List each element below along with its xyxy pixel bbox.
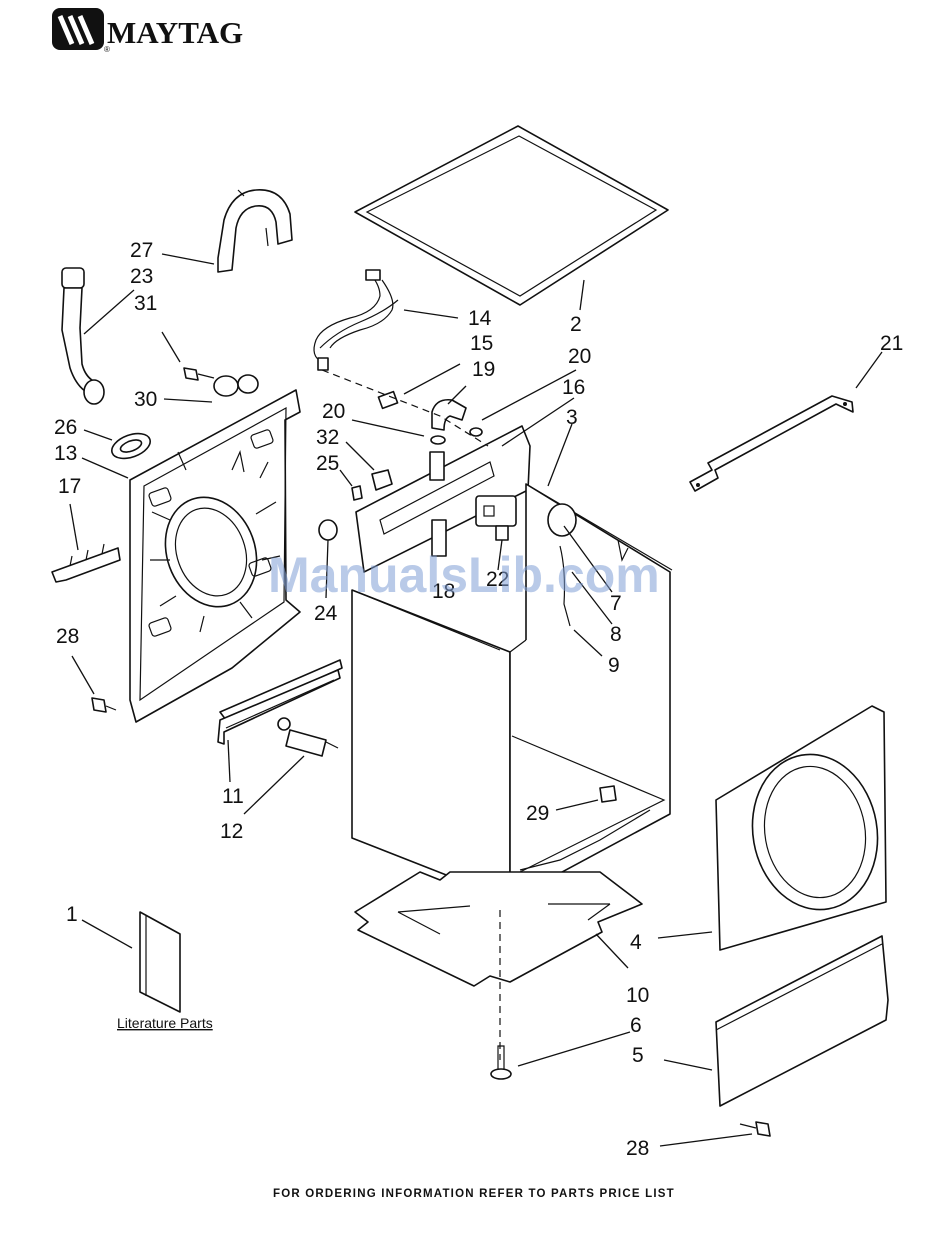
callout-21: 21 xyxy=(880,332,903,355)
literature-parts-label: Literature Parts xyxy=(117,1015,213,1031)
footer-note: FOR ORDERING INFORMATION REFER TO PARTS … xyxy=(273,1188,675,1200)
callout-15: 15 xyxy=(470,332,493,355)
part-literature-booklet xyxy=(140,912,180,1012)
callout-28-right: 28 xyxy=(626,1137,649,1160)
callout-11: 11 xyxy=(222,785,244,808)
callout-5: 5 xyxy=(632,1044,644,1067)
part-wire-harness xyxy=(314,270,398,370)
part-front-panel xyxy=(716,706,890,950)
callout-6: 6 xyxy=(630,1014,642,1037)
part-cabinet-rail xyxy=(218,660,342,744)
part-screw-right xyxy=(740,1122,770,1136)
callout-24: 24 xyxy=(314,602,338,625)
callout-10: 10 xyxy=(626,984,649,1007)
callout-20-top: 20 xyxy=(568,345,591,368)
callout-25: 25 xyxy=(316,452,339,475)
callout-19: 19 xyxy=(472,358,495,381)
callout-20-left: 20 xyxy=(322,400,345,423)
callout-17: 17 xyxy=(58,475,81,498)
maytag-logo: MAYTAG ® xyxy=(52,8,243,54)
part-o-rings xyxy=(431,428,482,444)
part-screw-and-clamp xyxy=(184,368,258,396)
callout-29: 29 xyxy=(526,802,549,825)
part-water-valve xyxy=(476,496,516,540)
callout-1: 1 xyxy=(66,903,78,926)
callout-3: 3 xyxy=(566,406,578,429)
part-grommet xyxy=(108,429,153,463)
part-base-plate xyxy=(355,872,642,986)
callout-9: 9 xyxy=(608,654,620,677)
part-clip xyxy=(52,544,120,582)
callout-16: 16 xyxy=(562,376,585,399)
callout-14: 14 xyxy=(468,307,492,330)
brand-name: MAYTAG xyxy=(107,15,243,50)
part-fill-hose xyxy=(62,268,104,404)
callout-26: 26 xyxy=(54,416,77,439)
part-toe-panel xyxy=(716,936,888,1106)
callout-4: 4 xyxy=(630,931,642,954)
callout-12: 12 xyxy=(220,820,243,843)
callout-28-left: 28 xyxy=(56,625,79,648)
part-hose-guide xyxy=(218,190,292,272)
part-screw-left xyxy=(92,698,116,712)
callout-23: 23 xyxy=(130,265,153,288)
callout-31: 31 xyxy=(134,292,157,315)
callout-2: 2 xyxy=(570,313,582,336)
registered-mark: ® xyxy=(104,45,110,54)
callout-32: 32 xyxy=(316,426,339,449)
part-latch xyxy=(600,786,616,802)
callout-30: 30 xyxy=(134,388,157,411)
part-top-panel xyxy=(355,126,668,305)
part-pin xyxy=(278,718,338,756)
part-switch-bracket xyxy=(378,392,397,409)
callout-8: 8 xyxy=(610,623,622,646)
manualslib-watermark: ManualsLib.com xyxy=(268,547,660,603)
callout-27: 27 xyxy=(130,239,153,262)
callout-13: 13 xyxy=(54,442,77,465)
part-foot xyxy=(491,1046,511,1079)
part-bracket xyxy=(690,396,853,491)
